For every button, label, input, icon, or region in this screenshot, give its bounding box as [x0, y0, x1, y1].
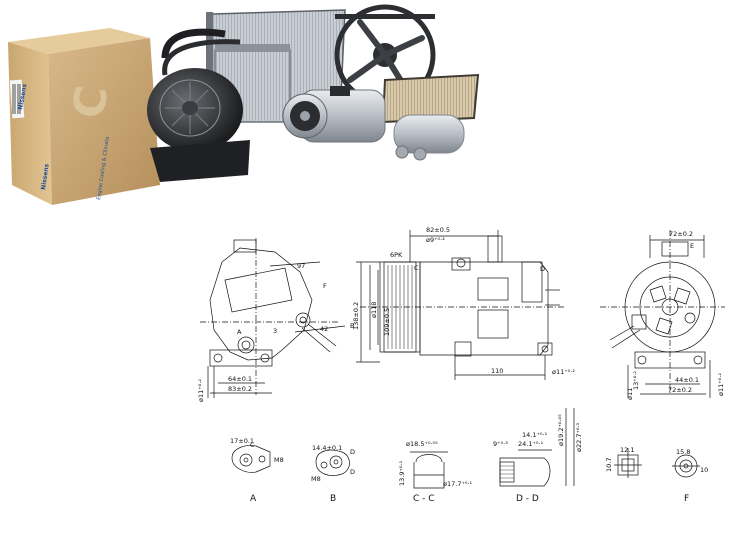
detail-a-dim-m8: M8	[274, 456, 284, 464]
detail-c-dim-18: ø18.5⁺⁰·⁰⁵	[406, 440, 438, 448]
detail-b-caption: B	[330, 494, 336, 504]
dim-e: E	[690, 242, 694, 250]
box-brand-side: Nissens	[17, 83, 29, 110]
detail-b-labels: 14.4±0.1 D M8 D B	[311, 444, 355, 504]
detail-b	[315, 449, 350, 476]
cardboard-box: Nissens Nissens Engine Cooling & Climate…	[8, 28, 160, 205]
detail-e-labels: 12.1 10.7	[605, 446, 634, 472]
detail-d-section	[499, 408, 575, 487]
detail-b-dim-d1: D	[350, 448, 355, 456]
left-side-view	[200, 238, 346, 398]
detail-f	[672, 454, 700, 478]
detail-d-dim-19: ø19.2⁺⁰·⁰⁵	[557, 414, 565, 446]
rear-view	[600, 230, 725, 398]
front-view	[356, 230, 565, 380]
dim-b: B	[350, 322, 354, 330]
dim-a: A	[237, 328, 242, 336]
detail-f-dim-10: 10	[700, 466, 708, 474]
detail-b-dim-14: 14.4±0.1	[312, 444, 342, 452]
dim-110: 110	[491, 367, 503, 375]
dim-9: ø9⁺⁰·²	[426, 236, 445, 244]
dim-97: 97	[297, 262, 305, 270]
detail-f-caption: F	[684, 494, 689, 504]
dim-118: ø118	[370, 302, 378, 318]
compressor-photo	[282, 86, 386, 143]
detail-a-caption: A	[250, 494, 257, 504]
detail-c-dim-17: ø17.7⁺⁰·¹	[443, 480, 473, 488]
detail-f-dim-15: 15.8	[676, 448, 690, 456]
detail-d-caption: D - D	[516, 494, 539, 504]
detail-e	[614, 448, 642, 478]
detail-a-labels: 17±0.1 C M8 A	[230, 437, 284, 504]
detail-c-dim-13: 13.9⁺⁰·¹	[398, 460, 406, 486]
detail-c-caption: C - C	[413, 494, 435, 504]
detail-d-dim-9: 9⁺⁰·³	[493, 440, 508, 448]
detail-a-dim-c: C	[250, 441, 255, 449]
dim-72-top: 72±0.2	[669, 230, 693, 238]
detail-b-dim-m8: M8	[311, 475, 321, 483]
dim-44: 44±0.1	[675, 376, 699, 384]
dim-11-center: ø11⁺⁰·²	[552, 368, 575, 376]
dim-d: D	[540, 265, 545, 273]
detail-d-dim-24: 24.1⁺⁰·¹	[518, 440, 544, 448]
dim-11b: ø11	[626, 388, 634, 400]
detail-f-labels: 15.8 10 F	[676, 448, 708, 504]
dim-109: 109±0.5	[383, 308, 391, 336]
detail-e-dim-10: 10.7	[605, 458, 613, 472]
detail-a-dim-17: 17±0.1	[230, 437, 254, 445]
detail-c-labels: ø18.5⁺⁰·⁰⁵ 13.9⁺⁰·¹ ø17.7⁺⁰·¹ C - C	[398, 440, 473, 504]
dim-c: C	[414, 264, 419, 272]
box-big-letter: C	[63, 82, 118, 121]
detail-e-dim-12: 12.1	[620, 446, 634, 454]
dim-42: 42	[320, 325, 328, 333]
dim-72-bottom: 72±0.2	[668, 386, 692, 394]
dim-11-right: ø11⁺⁰·²	[717, 373, 725, 396]
left-view-labels: 97 F 42 3 A 64±0.1 83±0.2 ø11⁺⁰·²	[197, 262, 328, 402]
dim-64: 64±0.1	[228, 375, 252, 383]
rear-view-labels: 72±0.2 E 44±0.1 72±0.2 ø11⁺⁰·² 13⁺⁰·² ø1…	[626, 230, 725, 400]
dim-3: 3	[273, 327, 277, 335]
detail-d-dim-22: ø22.7⁺⁰·³	[575, 422, 583, 452]
dim-13: 13⁺⁰·²	[632, 371, 640, 390]
front-view-labels: 82±0.5 ø9⁺⁰·² 6PK 138±0.2 ø118 109±0.5 B…	[350, 226, 575, 376]
detail-c-section	[410, 451, 448, 489]
dim-f: F	[323, 282, 327, 290]
box-brand-front: Nissens	[40, 163, 51, 190]
detail-d-labels: 9⁺⁰·³ 14.1⁺⁰·¹ 24.1⁺⁰·¹ ø19.2⁺⁰·⁰⁵ ø22.7…	[493, 414, 583, 504]
dim-11: ø11⁺⁰·²	[197, 379, 205, 402]
technical-drawing: 97 F 42 3 A 64±0.1 83±0.2 ø11⁺⁰·²	[197, 226, 725, 504]
detail-d-dim-14: 14.1⁺⁰·¹	[522, 431, 548, 439]
blower-motor	[147, 68, 250, 182]
detail-b-dim-d2: D	[350, 468, 355, 476]
product-photo: Nissens Nissens Engine Cooling & Climate…	[8, 4, 480, 205]
receiver-drier	[393, 114, 465, 161]
dim-6pk: 6PK	[390, 251, 403, 259]
dim-138: 138±0.2	[352, 302, 360, 330]
dim-82: 82±0.5	[426, 226, 450, 234]
detail-a	[231, 445, 271, 473]
dim-83: 83±0.2	[228, 385, 252, 393]
